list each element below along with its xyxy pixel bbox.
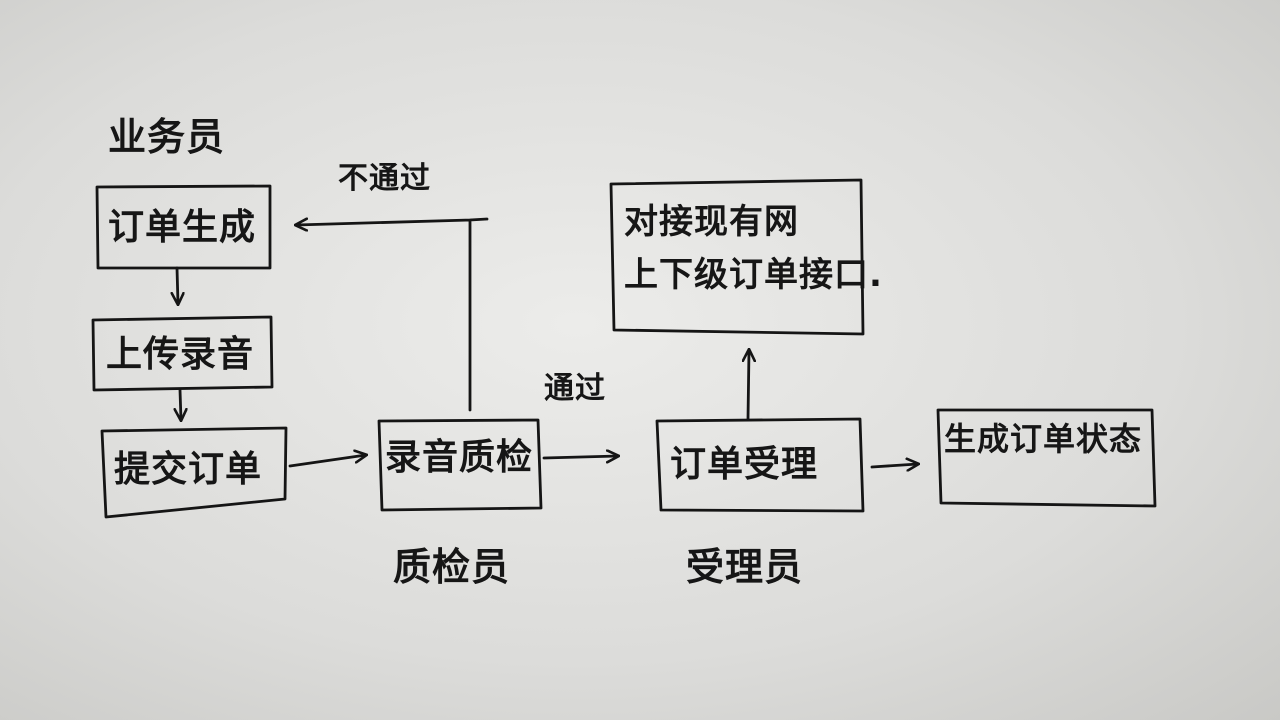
arrow-generate-to-upload (177, 266, 178, 304)
role-label-acceptance: 受理员 (686, 545, 804, 589)
arrow-upload-to-submit (180, 388, 181, 420)
box-interface (609, 178, 865, 336)
arrow-accept-to-interface (748, 350, 749, 421)
node-order-generate: 订单生成 (108, 207, 257, 248)
box-order-generate (95, 184, 272, 270)
node-recording-qc: 录音质检 (385, 437, 534, 478)
box-generate-status (936, 408, 1157, 508)
role-label-qc: 质检员 (393, 545, 511, 589)
node-order-accept: 订单受理 (670, 444, 819, 485)
node-submit-order: 提交订单 (114, 449, 263, 490)
arrow-qc-fail-loop (296, 219, 489, 412)
arrow-qc-to-accept (542, 456, 618, 458)
node-interface: 对接现有网 上下级订单接口. (624, 202, 883, 295)
node-upload-recording: 上传录音 (106, 334, 255, 375)
box-submit-order (100, 426, 288, 519)
node-generate-status: 生成订单状态 (944, 420, 1143, 458)
arrow-accept-to-status (870, 464, 918, 467)
box-order-accept (655, 417, 865, 513)
role-label-business: 业务员 (108, 115, 226, 159)
edge-label-fail: 不通过 (338, 161, 431, 196)
edge-label-pass: 通过 (544, 371, 606, 406)
box-upload-recording (91, 315, 274, 392)
box-recording-qc (377, 418, 543, 512)
arrow-submit-to-qc (288, 455, 366, 468)
